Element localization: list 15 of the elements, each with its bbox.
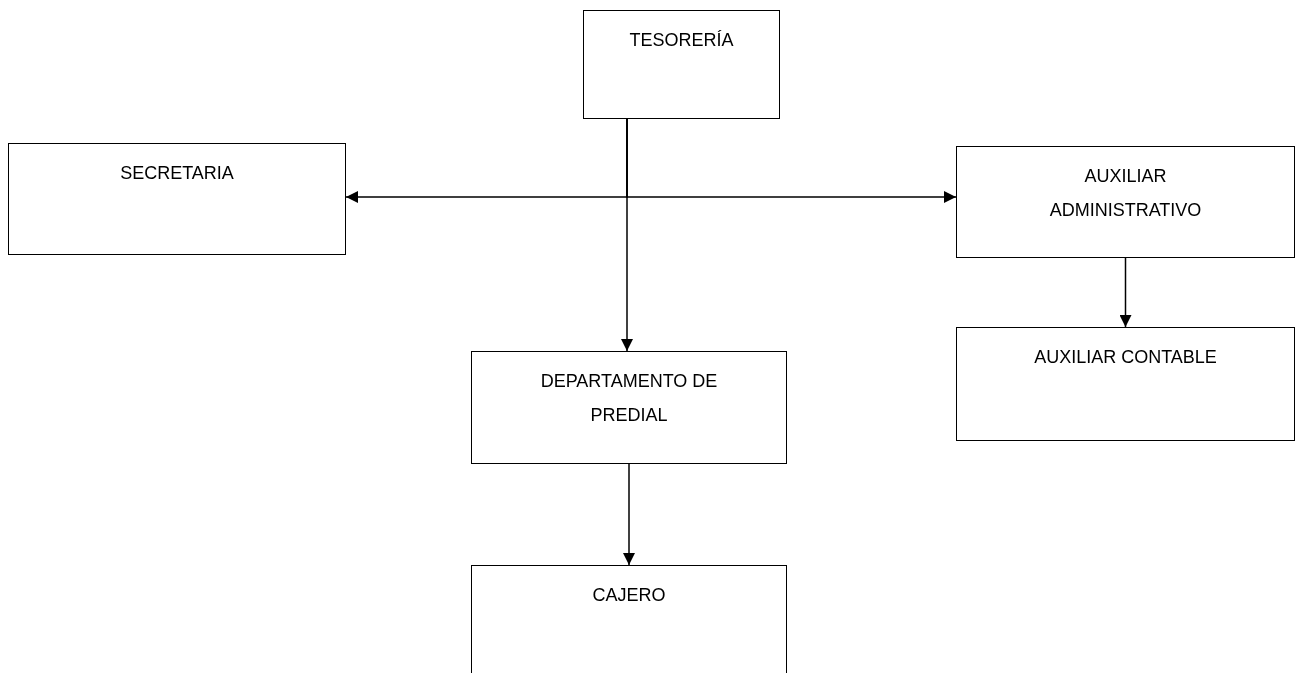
org-box — [583, 10, 780, 119]
connector-arrow — [621, 118, 633, 352]
box-label: SECRETARIA — [120, 162, 234, 185]
org-box — [956, 146, 1295, 258]
org-box — [471, 351, 787, 464]
org-box — [8, 143, 346, 255]
box-label: AUXILIAR ADMINISTRATIVO — [1048, 165, 1203, 222]
org-box — [471, 565, 787, 673]
connector-arrow — [1119, 257, 1132, 328]
connector-arrow — [623, 463, 635, 566]
box-label: TESORERÍA — [629, 29, 734, 52]
box-label: AUXILIAR CONTABLE — [1034, 346, 1217, 369]
org-box — [956, 327, 1295, 441]
box-label: DEPARTAMENTO DE PREDIAL — [539, 370, 719, 427]
box-label: CAJERO — [592, 584, 666, 607]
